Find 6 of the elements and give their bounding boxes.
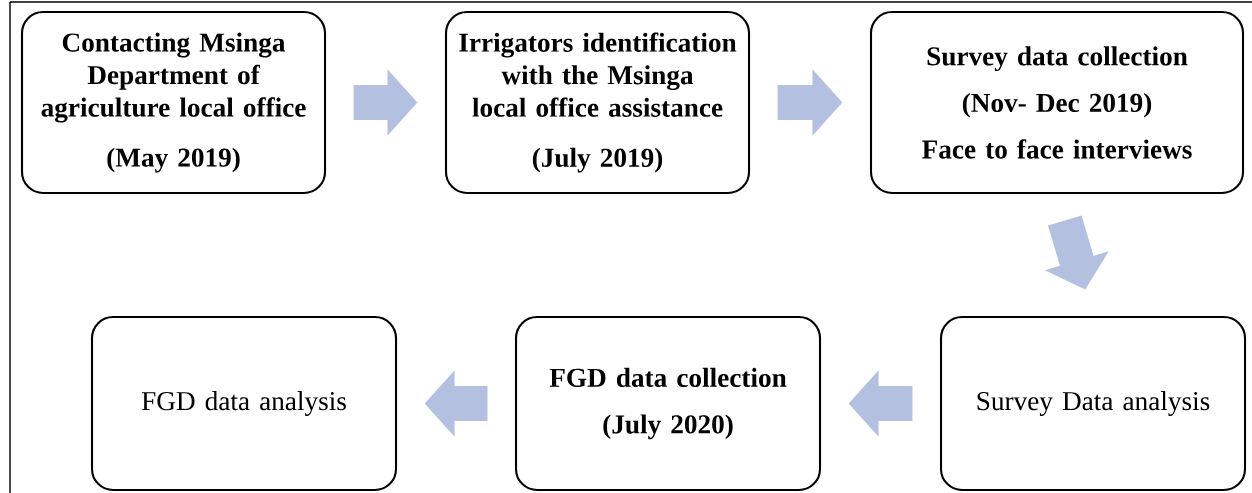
process-box: Survey Data analysis bbox=[939, 315, 1247, 492]
process-box: FGD data collection (July 2020) bbox=[514, 315, 822, 492]
process-box: Irrigators identification with the Msinga local office assistance (July 2019) bbox=[444, 10, 751, 195]
process-box: FGD data analysis bbox=[90, 315, 398, 492]
process-box: Survey data collection (Nov- Dec 2019) Face to face interviews bbox=[869, 10, 1245, 195]
process-box: Contacting Msinga Department of agriculture local office (May 2019) bbox=[20, 10, 327, 195]
